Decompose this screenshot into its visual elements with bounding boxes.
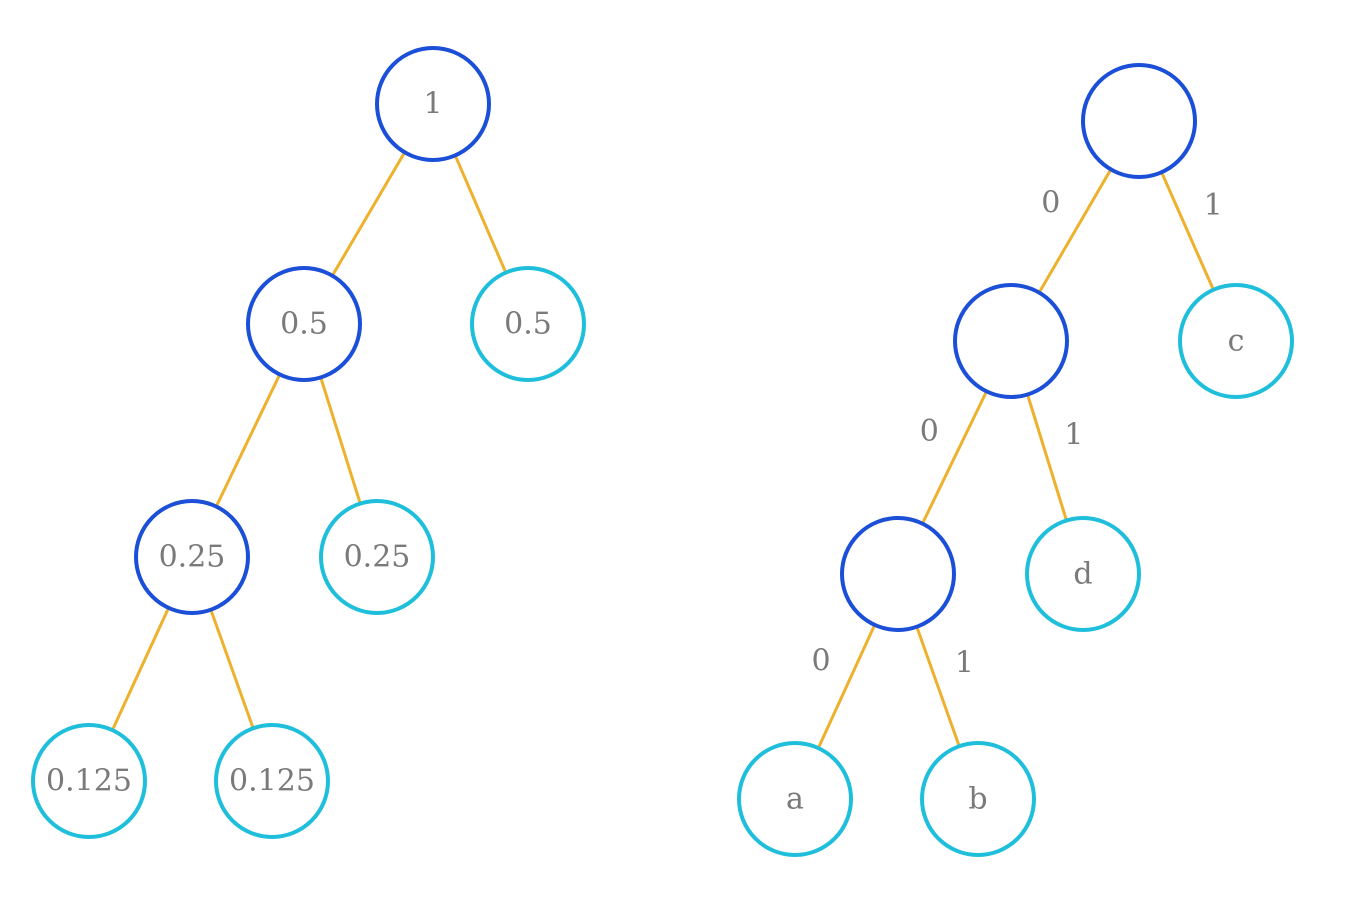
left-tree-node-L-n6: 0.125 (214, 723, 330, 839)
left-tree-node-L-n2: 0.5 (470, 266, 586, 382)
left-tree-node-circle-L-root (375, 46, 491, 162)
right-tree-node-circle-R-d (1025, 516, 1141, 632)
left-tree-node-circle-L-n5 (31, 723, 147, 839)
left-tree-node-label-L-n1: 0.5 (280, 307, 328, 342)
left-tree-node-L-n4: 0.25 (319, 499, 435, 615)
right-tree-edge-label-R-n1-R-d: 1 (1064, 418, 1083, 453)
right-tree-edge-label-R-root-R-n1: 0 (1041, 185, 1060, 220)
right-tree-edge-R-n1-R-d (1026, 393, 1068, 522)
left-tree-node-circle-L-n6 (214, 723, 330, 839)
left-tree-edge-L-root-L-n1 (330, 150, 407, 278)
left-tree-node-circle-L-n4 (319, 499, 435, 615)
right-tree-node-circle-R-root (1081, 63, 1197, 179)
right-tree-node-label-R-c: c (1228, 324, 1245, 359)
right-tree-edge-R-root-R-c (1160, 170, 1215, 292)
left-tree-edge-L-n3-L-n6 (209, 608, 255, 730)
right-tree-node-label-R-a: a (786, 782, 804, 817)
left-tree-node-L-n5: 0.125 (31, 723, 147, 839)
right-tree-edge-R-root-R-n1 (1037, 167, 1113, 295)
right-tree-node-R-b: b (920, 741, 1036, 857)
right-tree-edge-label-R-n2-R-a: 0 (811, 643, 830, 678)
left-tree-node-label-L-n2: 0.5 (504, 307, 552, 342)
left-tree-edge-L-n1-L-n4 (319, 375, 362, 506)
right-tree-node-circle-R-c (1178, 283, 1294, 399)
right-tree-node-label-R-b: b (968, 782, 987, 817)
left-tree-node-label-L-root: 1 (423, 87, 442, 122)
right-tree-node-R-d: d (1025, 516, 1141, 632)
right-tree-node-circle-R-n1 (953, 283, 1069, 399)
nodes-layer: 1 0.5 0.5 0.25 0.25 0.125 0.125 c d a b (31, 46, 1294, 857)
right-tree-edge-R-n1-R-n2 (920, 389, 989, 526)
left-tree-edge-L-root-L-n2 (453, 153, 508, 275)
left-tree-node-circle-L-n3 (134, 499, 250, 615)
right-tree-node-circle-R-n2 (840, 516, 956, 632)
right-tree-edge-label-R-n2-R-b: 1 (955, 646, 974, 681)
right-tree-edge-label-R-root-R-c: 1 (1204, 188, 1223, 223)
left-tree-edge-L-n3-L-n5 (110, 606, 171, 732)
edge-labels-layer: 0 1 0 1 0 1 (811, 185, 1222, 680)
left-tree-node-label-L-n3: 0.25 (159, 540, 226, 575)
left-tree-node-circle-L-n2 (470, 266, 586, 382)
left-tree-edge-L-n1-L-n3 (214, 372, 282, 509)
edges-layer (110, 150, 1215, 750)
right-tree-node-R-root (1081, 63, 1197, 179)
left-tree-node-L-n3: 0.25 (134, 499, 250, 615)
right-tree-edge-R-n2-R-a (816, 623, 877, 750)
right-tree-node-R-c: c (1178, 283, 1294, 399)
right-tree-edge-label-R-n1-R-n2: 0 (920, 414, 939, 449)
right-tree-node-R-n1 (953, 283, 1069, 399)
left-tree-node-label-L-n5: 0.125 (46, 764, 132, 799)
right-tree-edge-R-n2-R-b (915, 625, 961, 748)
left-tree-node-L-root: 1 (375, 46, 491, 162)
right-tree-node-label-R-d: d (1073, 557, 1092, 592)
right-tree-node-circle-R-a (737, 741, 853, 857)
left-tree-node-circle-L-n1 (246, 266, 362, 382)
left-tree-node-L-n1: 0.5 (246, 266, 362, 382)
right-tree-node-R-n2 (840, 516, 956, 632)
right-tree-node-circle-R-b (920, 741, 1036, 857)
right-tree-node-R-a: a (737, 741, 853, 857)
left-tree-node-label-L-n6: 0.125 (229, 764, 315, 799)
left-tree-node-label-L-n4: 0.25 (344, 540, 411, 575)
